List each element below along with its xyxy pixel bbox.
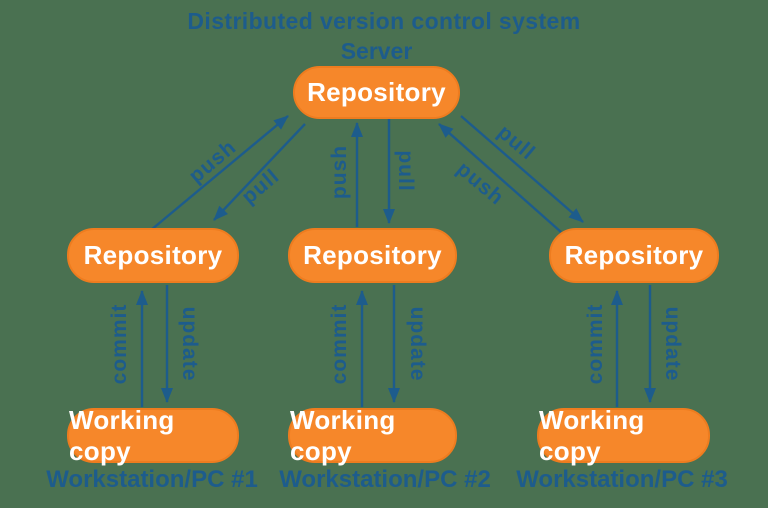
label-pull-middle: pull [394, 150, 417, 192]
working-copy-box-3: Working copy [537, 405, 710, 466]
working-copy-box-2: Working copy [288, 405, 457, 466]
workstation-label-1: Workstation/PC #1 [46, 466, 258, 493]
label-commit-1: commit [108, 303, 131, 385]
label-update-3: update [661, 306, 684, 382]
label-pull-right: pull [493, 120, 540, 165]
label-pull-left: pull [237, 164, 284, 209]
workstation-label-2: Workstation/PC #2 [279, 466, 491, 493]
repository-box-2: Repository [288, 228, 457, 283]
working-copy-box-1: Working copy [67, 405, 239, 466]
label-update-1: update [178, 306, 201, 382]
server-caption: Server [340, 38, 413, 64]
repository-box-1: Repository [67, 228, 239, 283]
server-repository-box: Repository [293, 66, 460, 119]
label-commit-2: commit [328, 303, 351, 385]
label-push-right: push [452, 157, 509, 210]
diagram-title: Distributed version control system [187, 8, 581, 34]
label-commit-3: commit [584, 303, 607, 385]
repository-box-3: Repository [549, 228, 719, 283]
label-update-2: update [406, 306, 429, 382]
workstation-label-3: Workstation/PC #3 [516, 466, 728, 493]
label-push-middle: push [328, 144, 351, 200]
label-push-left: push [184, 135, 241, 188]
